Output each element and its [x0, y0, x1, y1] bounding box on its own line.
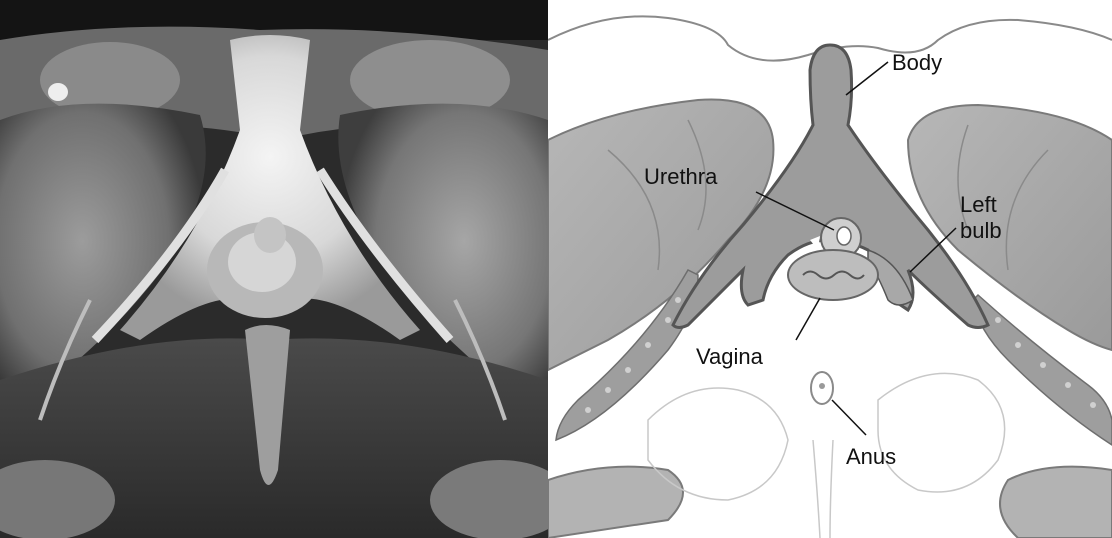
label-urethra: Urethra	[644, 164, 718, 189]
label-left-bulb-line2: bulb	[960, 218, 1002, 243]
lower-right-lobe	[1000, 467, 1112, 538]
mri-image-panel	[0, 0, 548, 538]
label-anus: Anus	[846, 444, 896, 469]
anatomy-illustration-panel: Body Urethra Left bulb Vagina Anus	[548, 0, 1112, 538]
mri-image	[0, 0, 548, 538]
label-body: Body	[892, 50, 942, 75]
vagina	[788, 250, 878, 300]
label-vagina: Vagina	[696, 344, 764, 369]
anus	[811, 372, 833, 404]
anatomy-illustration: Body Urethra Left bulb Vagina Anus	[548, 0, 1112, 538]
label-left-bulb-line1: Left	[960, 192, 997, 217]
